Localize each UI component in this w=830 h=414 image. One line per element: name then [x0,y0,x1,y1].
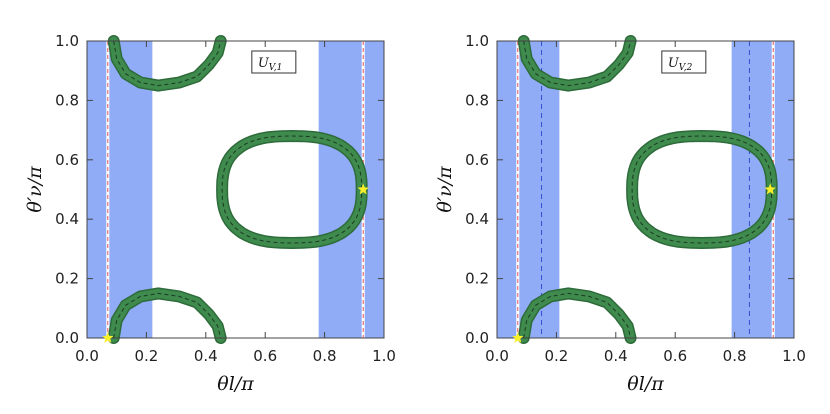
y-tick-label: 0.2 [55,270,79,288]
y-tick-label: 0.0 [55,329,79,347]
star-marker [512,332,524,343]
y-tick-label: 0.6 [55,151,79,169]
y-tick-label: 0.8 [55,91,79,109]
y-tick-label: 0.0 [465,329,489,347]
star-marker [357,183,369,195]
shaded-band [87,41,153,338]
plot-frame [86,40,385,339]
panel-label-box [251,50,297,74]
shaded-band [318,41,384,338]
x-tick-label: 0.2 [134,347,158,365]
x-tick-label: 1.0 [782,347,806,365]
x-tick-label: 0.4 [194,347,218,365]
plot-frame [496,40,795,339]
x-tick-label: 0.0 [75,347,99,365]
x-tick-label: 0.2 [544,347,568,365]
curve-oval-center [631,135,773,244]
y-tick-label: 0.4 [55,210,79,228]
panel-uv2: 0.00.0 0.2 0.2 0.4 0.4 0.6 0.6 0.8 0.8 1.0 1.0 θl/π… [434,32,806,395]
panel-label-box [661,50,707,74]
y-tick-label: 0.2 [465,270,489,288]
x-tick-label: 1.0 [372,347,396,365]
x-tick-label: 0.0 [485,347,509,365]
x-axis-label: θl/π [627,373,664,395]
y-tick-label: 0.4 [465,210,489,228]
x-tick-label: 0.6 [663,347,687,365]
curve-bottom-center [113,292,222,339]
y-tick-label: 0.8 [465,91,489,109]
y-tick-label: 1.0 [465,32,489,50]
y-tick-label: 1.0 [55,32,79,50]
star-marker [764,183,776,195]
y-axis-label: θ′ν/π [24,166,46,213]
shaded-band [731,41,794,338]
star-marker [102,332,114,343]
y-axis-label: θ′ν/π [434,166,456,213]
x-tick-label: 0.4 [604,347,628,365]
panel-label-subscript: V,2 [679,63,693,73]
panel-uv1: 0.00.0 0.2 0.2 0.4 0.4 0.6 0.6 0.8 0.8 1.0 1.0 θl/π… [24,32,396,395]
curve-top-center [113,40,222,87]
curve-oval-center [221,135,363,244]
panel-label-subscript: V,1 [269,63,283,73]
x-axis-label: θl/π [217,373,254,395]
curve-bottom-center [523,292,632,339]
y-tick-label: 0.6 [465,151,489,169]
curve-top-center [523,40,632,87]
x-tick-label: 0.6 [253,347,277,365]
shaded-band [497,41,560,338]
x-tick-label: 0.8 [313,347,337,365]
x-tick-label: 0.8 [723,347,747,365]
